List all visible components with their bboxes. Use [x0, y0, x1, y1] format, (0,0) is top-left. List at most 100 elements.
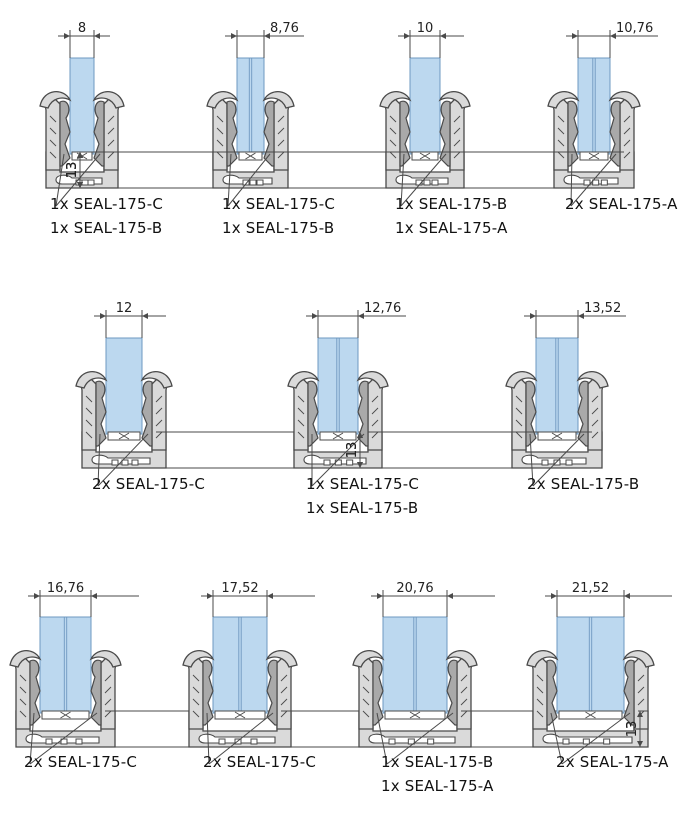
profile-base-slot: [323, 459, 331, 466]
seal-hatch: [297, 395, 305, 403]
seal-hatch: [49, 115, 57, 123]
seal-hatch: [192, 698, 200, 706]
glass-thickness-label: 8: [78, 21, 86, 36]
glass-pane: [39, 616, 92, 714]
seal-hatch: [637, 674, 645, 682]
seal-hatch: [280, 674, 288, 682]
glass-thickness-label: 17,52: [221, 581, 258, 596]
seal-hatch: [216, 127, 224, 135]
seal-quantity-label: 1x SEAL-175-C: [306, 475, 420, 493]
seal-left: [95, 380, 107, 447]
seal-quantity-label: 1x SEAL-175-B: [381, 753, 494, 771]
seal-right: [357, 380, 369, 447]
height-label: 13: [65, 162, 80, 179]
profile-base-slot: [121, 459, 129, 466]
seal-hatch: [536, 698, 544, 706]
profile-lip-left: [206, 91, 239, 109]
seal-hatch: [192, 686, 200, 694]
profile-lip-right: [356, 371, 389, 389]
seal-quantity-label: 1x SEAL-175-A: [381, 777, 494, 795]
leader-line: [97, 433, 149, 487]
profile-base-slot: [431, 179, 439, 186]
glass-thickness-label: 10: [417, 21, 434, 36]
leader-line: [570, 153, 573, 207]
seal-hatch: [389, 139, 397, 147]
seal-right: [446, 659, 458, 726]
profile-figure: 10,76 13: [65, 21, 658, 207]
profile-lip-right: [576, 371, 609, 389]
seal-hatch: [155, 431, 163, 439]
seal-hatch: [515, 419, 523, 427]
leader-line: [386, 712, 454, 765]
seal-left: [372, 659, 384, 726]
leader-line: [570, 153, 617, 207]
width-arrow: [358, 313, 364, 319]
leader-line: [55, 153, 65, 207]
leader-line: [550, 712, 563, 765]
seal-hatch: [453, 151, 461, 159]
seal-left: [59, 100, 71, 167]
profile-base-slot: [562, 738, 570, 745]
profile-base-slot: [600, 179, 608, 186]
seal-hatch: [85, 407, 93, 415]
seal-hatch: [623, 115, 631, 123]
seal-hatch: [515, 407, 523, 415]
profile-base-slot: [565, 459, 573, 466]
profile-base-slot: [250, 738, 258, 745]
seal-quantity-label: 1x SEAL-175-B: [50, 219, 163, 237]
leader-line: [208, 712, 274, 765]
profile-figure: 13,52 13: [345, 301, 626, 487]
height-label: 13: [345, 442, 360, 459]
width-arrow: [447, 593, 453, 599]
seal-hatch: [362, 698, 370, 706]
glass-thickness-label: 10,76: [616, 21, 653, 36]
seal-quantity-label: 1x SEAL-175-B: [395, 195, 508, 213]
width-arrow: [231, 33, 237, 39]
seal-hatch: [389, 115, 397, 123]
seal-hatch: [107, 139, 115, 147]
seal-hatch: [277, 139, 285, 147]
glass-thickness-label: 13,52: [584, 301, 621, 316]
seal-hatch: [280, 686, 288, 694]
height-label: 13: [625, 721, 640, 738]
seal-hatch: [371, 395, 379, 403]
seal-right: [266, 659, 278, 726]
seal-hatch: [389, 127, 397, 135]
seal-hatch: [280, 698, 288, 706]
profile-base-slot: [603, 738, 611, 745]
seal-hatch: [515, 395, 523, 403]
width-arrow: [312, 313, 318, 319]
seal-left: [567, 100, 579, 167]
profile-base-slot: [346, 459, 354, 466]
setting-block-mark: [419, 152, 431, 160]
seal-hatch: [155, 407, 163, 415]
seal-hatch: [19, 674, 27, 682]
setting-block-mark: [585, 711, 596, 719]
profile-base-slot: [249, 179, 257, 186]
seal-hatch: [453, 139, 461, 147]
height-arrow: [77, 152, 83, 158]
profile-base-slot: [242, 179, 250, 186]
profile-base-slot: [334, 459, 342, 466]
seal-hatch: [297, 407, 305, 415]
seal-hatch: [623, 151, 631, 159]
seal-hatch: [216, 151, 224, 159]
seal-right: [577, 380, 589, 447]
leader-line: [97, 433, 101, 487]
profile-base-slot: [553, 459, 561, 466]
seal-hatch: [453, 115, 461, 123]
seal-hatch: [216, 139, 224, 147]
seal-hatch: [49, 127, 57, 135]
leader-line: [529, 433, 534, 487]
glass-thickness-label: 16,76: [47, 581, 84, 596]
seal-right: [141, 380, 153, 447]
setting-block-mark: [118, 432, 130, 440]
width-arrow: [572, 33, 578, 39]
seal-left: [226, 100, 238, 167]
seal-hatch: [192, 710, 200, 718]
seal-hatch: [536, 710, 544, 718]
seal-hatch: [362, 674, 370, 682]
seal-quantity-label: 1x SEAL-175-C: [222, 195, 336, 213]
